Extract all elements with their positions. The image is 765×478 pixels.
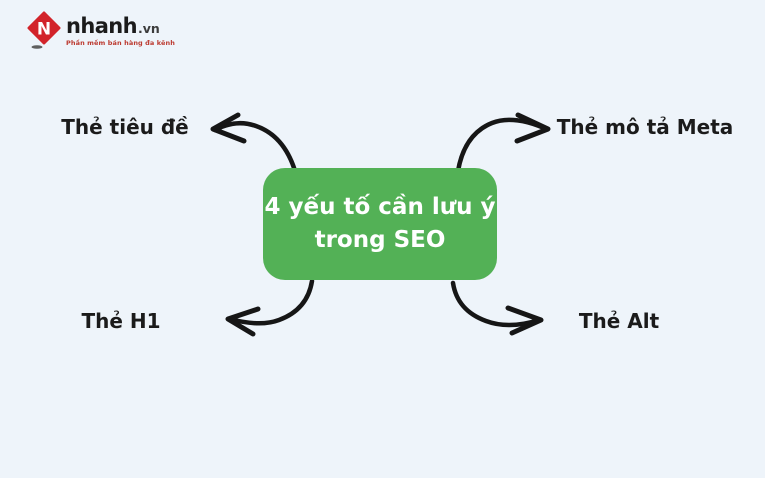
center-topic-line2: trong SEO <box>314 227 446 253</box>
logo-text-block: nhanh .vn Phần mềm bán hàng đa kênh <box>66 11 175 48</box>
node-label-the-mo-ta-meta: Thẻ mô tả Meta <box>556 115 734 139</box>
node-label-the-tieu-de: Thẻ tiêu đề <box>61 115 189 139</box>
logo-domain-text: .vn <box>137 21 160 36</box>
arrow-top-right <box>455 112 551 174</box>
nhanh-logo: N nhanh .vn Phần mềm bán hàng đa kênh <box>27 11 175 49</box>
logo-brand-text: nhanh <box>66 14 138 38</box>
nhanh-diamond-icon: N <box>27 11 61 49</box>
center-topic-box: 4 yếu tố cần lưu ý trong SEO <box>263 168 497 280</box>
center-topic-line1: 4 yếu tố cần lưu ý <box>264 194 496 220</box>
arrow-bottom-left <box>225 278 315 337</box>
logo-wordmark: nhanh .vn <box>66 16 175 37</box>
node-label-the-alt: Thẻ Alt <box>578 309 660 333</box>
arrow-top-left <box>210 112 300 181</box>
node-label-the-h1: Thẻ H1 <box>81 309 161 333</box>
logo-tagline: Phần mềm bán hàng đa kênh <box>66 39 175 47</box>
arrow-bottom-right <box>450 280 544 336</box>
svg-text:N: N <box>37 20 51 40</box>
